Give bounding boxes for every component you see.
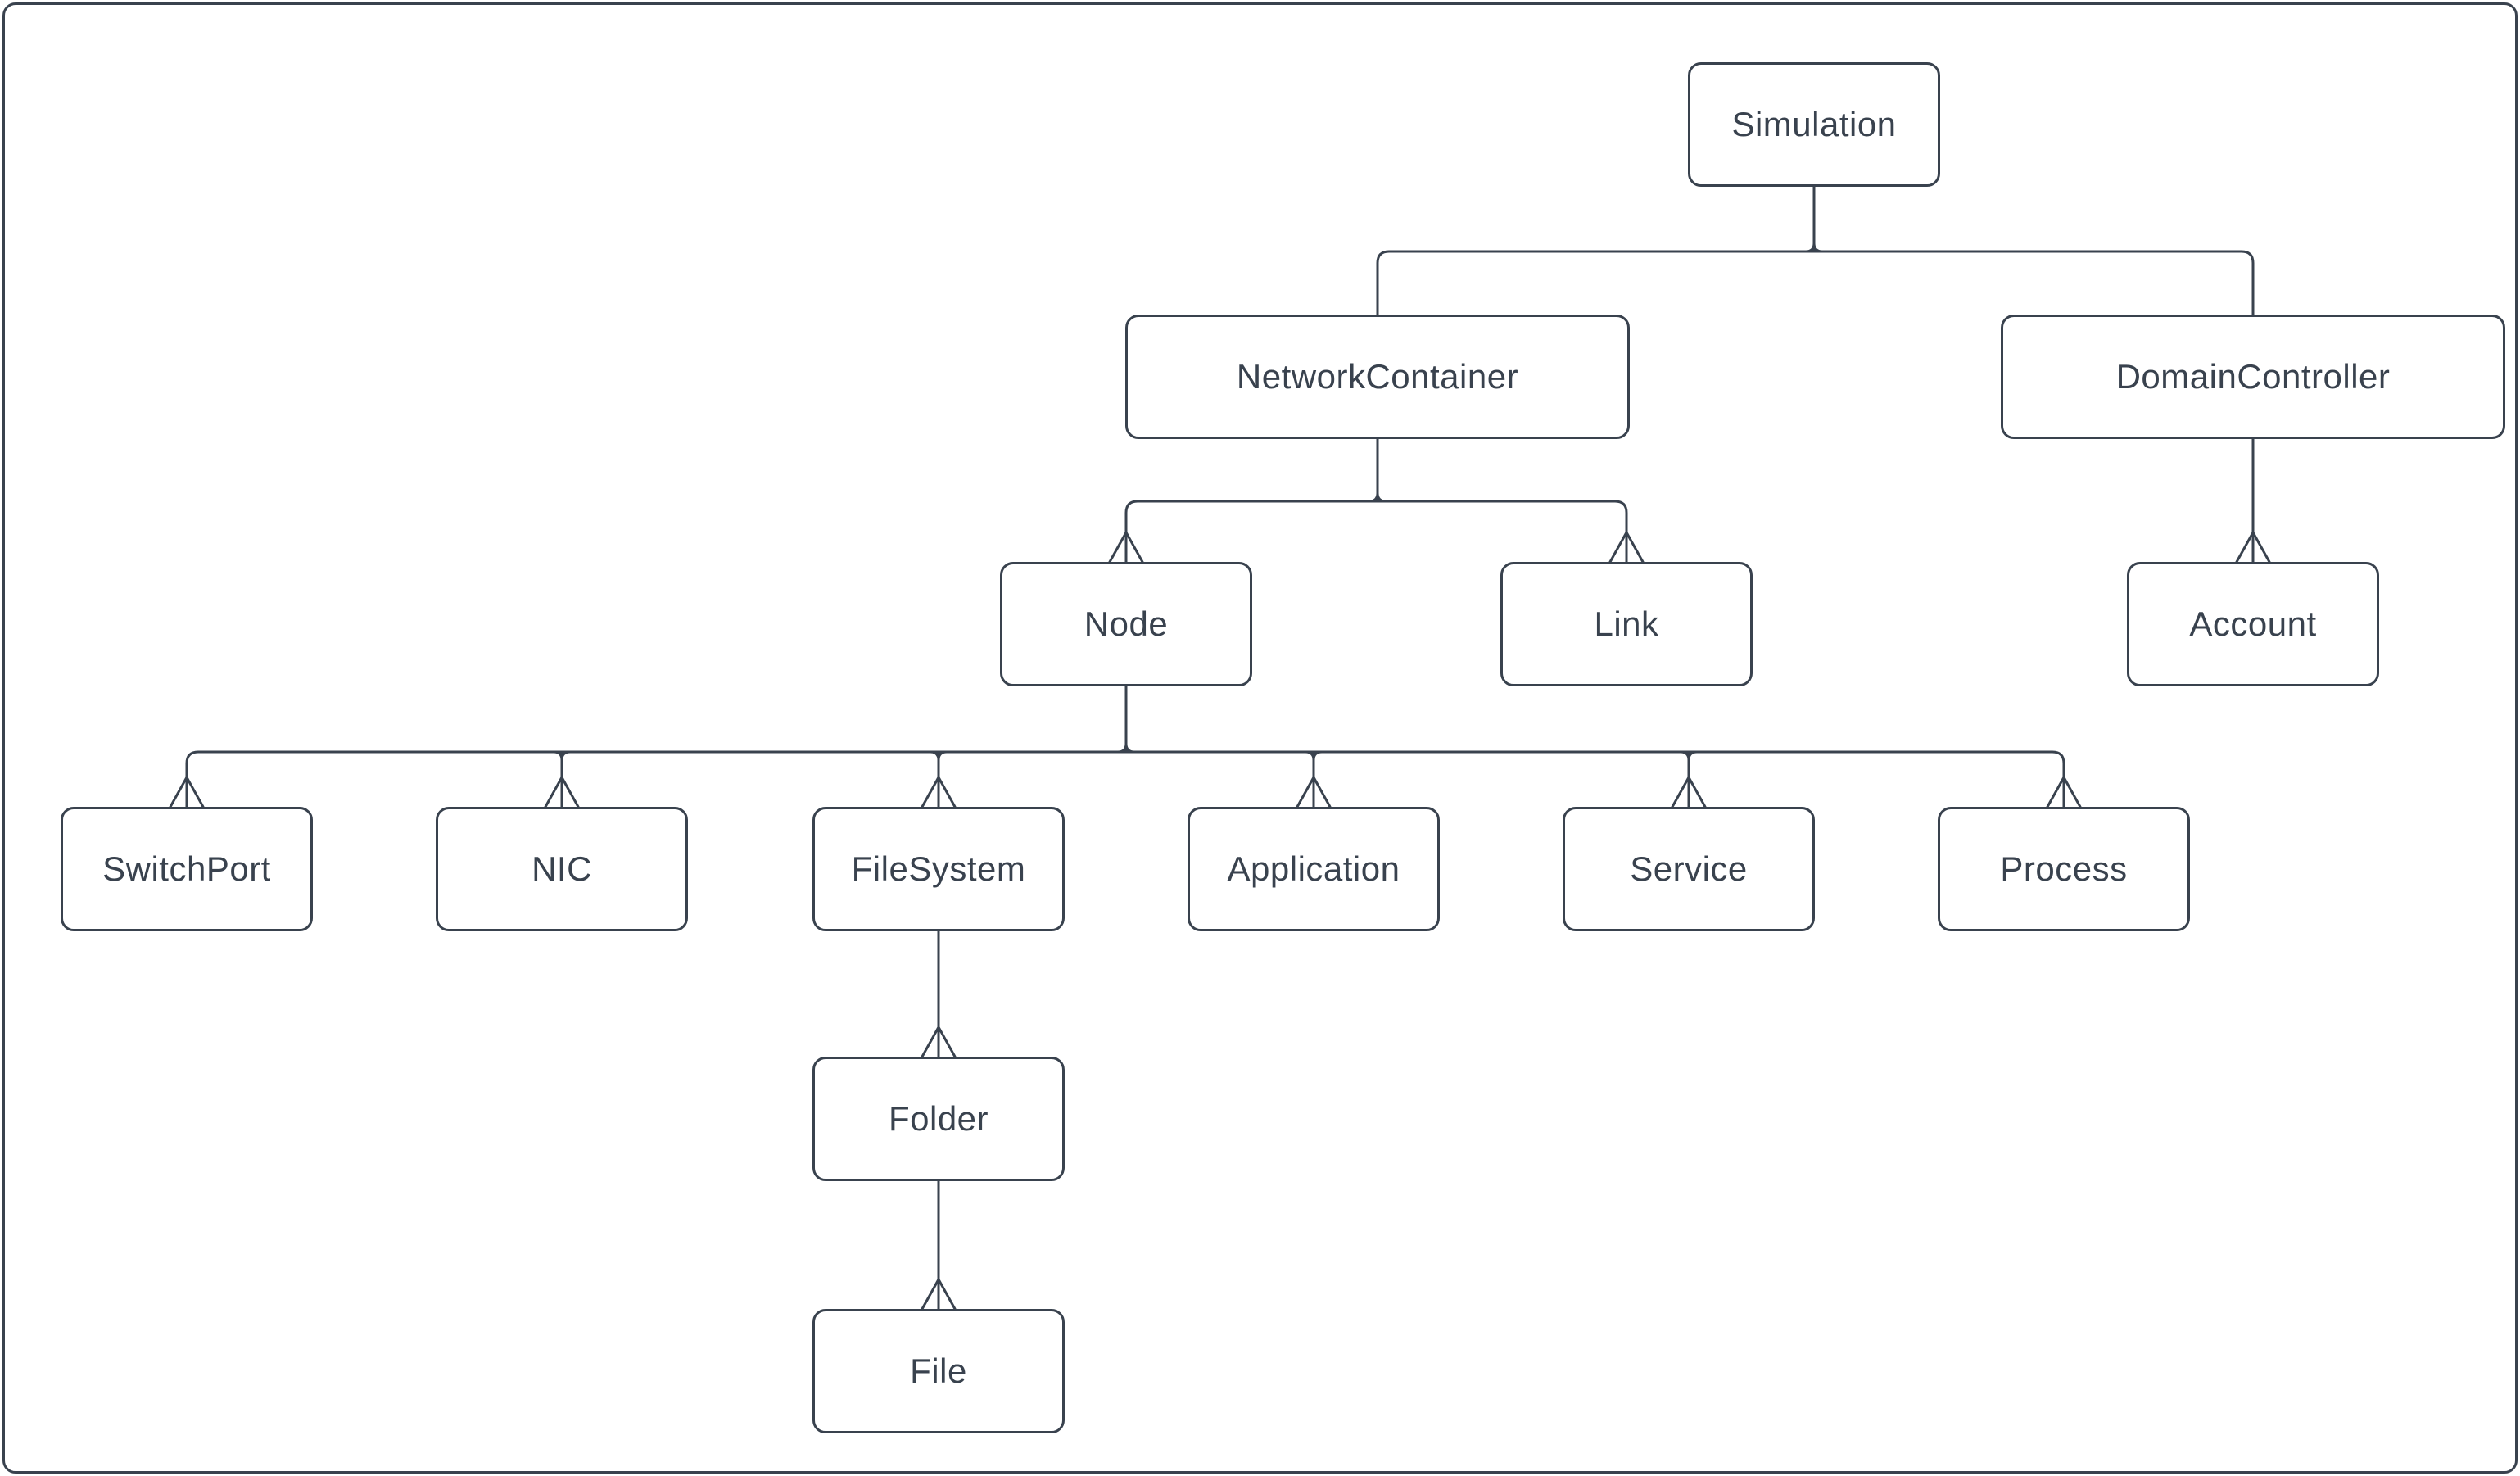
node-label: Node [1084, 604, 1168, 644]
node-label: File [910, 1351, 967, 1391]
node-label: Simulation [1731, 105, 1896, 144]
node-switchport[interactable]: SwitchPort [61, 807, 313, 931]
node-label: NetworkContainer [1237, 357, 1518, 396]
node-service[interactable]: Service [1563, 807, 1815, 931]
node-file[interactable]: File [812, 1309, 1065, 1433]
node-label: DomainController [2116, 357, 2391, 396]
node-label: Service [1630, 849, 1748, 889]
node-filesystem[interactable]: FileSystem [812, 807, 1065, 931]
node-label: Process [2000, 849, 2127, 889]
node-application[interactable]: Application [1188, 807, 1440, 931]
node-label: Application [1228, 849, 1400, 889]
node-nic[interactable]: NIC [436, 807, 688, 931]
node-domaincontroller[interactable]: DomainController [2001, 315, 2505, 439]
node-account[interactable]: Account [2127, 562, 2379, 686]
node-label: NIC [532, 849, 592, 889]
node-label: Account [2189, 604, 2316, 644]
node-simulation[interactable]: Simulation [1688, 62, 1940, 187]
node-link[interactable]: Link [1500, 562, 1753, 686]
node-label: Folder [889, 1099, 989, 1139]
node-node[interactable]: Node [1000, 562, 1252, 686]
node-label: FileSystem [852, 849, 1026, 889]
node-folder[interactable]: Folder [812, 1057, 1065, 1181]
node-networkcontainer[interactable]: NetworkContainer [1125, 315, 1630, 439]
node-label: SwitchPort [102, 849, 271, 889]
node-label: Link [1594, 604, 1658, 644]
node-process[interactable]: Process [1938, 807, 2190, 931]
